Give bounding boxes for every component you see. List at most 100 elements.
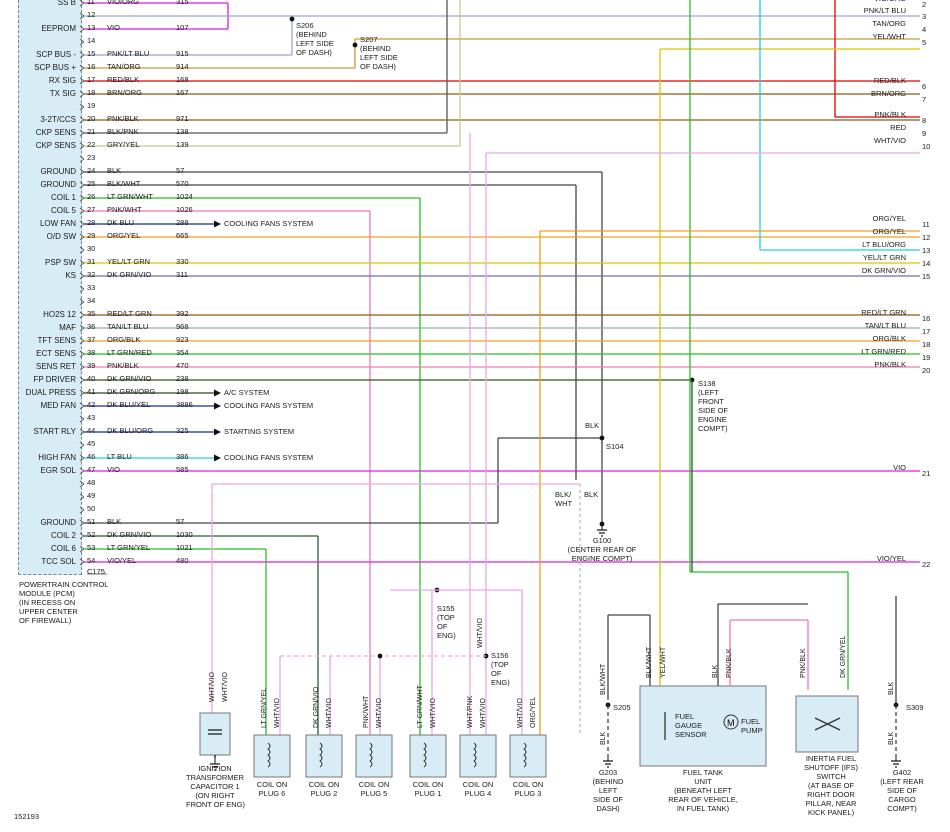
coil-on-plug-caption: COIL ON PLUG 1 <box>412 780 444 798</box>
pcm-pin-bracket <box>79 353 85 358</box>
pcm-signal-label: PSP SW <box>45 258 76 267</box>
pcm-pin-bracket <box>79 431 85 436</box>
pcm-pin-number: 18 <box>87 88 96 97</box>
pcm-circuit-number: 3886 <box>176 400 193 409</box>
pcm-circuit-number: 138 <box>176 127 189 136</box>
pcm-pin-bracket <box>79 457 85 462</box>
vertical-wire-label: DK GRN/YEL <box>840 635 847 678</box>
pcm-pin-number: 27 <box>87 205 96 214</box>
pcm-pin-bracket <box>79 519 85 524</box>
pcm-pin-number: 22 <box>87 140 96 149</box>
pcm-signal-label: CKP SENS <box>35 141 76 150</box>
pcm-circuit-number: 971 <box>176 114 189 123</box>
pcm-circuit-number: 392 <box>176 309 189 318</box>
ground-g203-label: G203 (BEHIND LEFT SIDE OF DASH) <box>592 768 624 813</box>
right-wire-number: 6 <box>922 82 927 91</box>
pcm-signal-label: MAF <box>59 323 76 332</box>
splice-s206-label: S206 (BEHIND LEFT SIDE OF DASH) <box>296 21 334 57</box>
pcm-pin-number: 49 <box>87 491 96 500</box>
right-wire-number: 9 <box>922 129 927 138</box>
pcm-pin-number: 43 <box>87 413 96 422</box>
pcm-pin-bracket <box>79 25 85 30</box>
pcm-pin-bracket <box>79 171 85 176</box>
vertical-wire-label: WHT/VIO <box>209 672 216 702</box>
right-wire-label: BRN/ORG <box>870 89 906 98</box>
pcm-pin-bracket <box>79 259 85 264</box>
right-wire-number: 20 <box>922 366 931 375</box>
pcm-pin-bracket <box>79 509 85 514</box>
right-wire-number: 21 <box>922 469 931 478</box>
right-wire-label: DK GRN/VIO <box>861 266 906 275</box>
pcm-pin-bracket <box>79 51 85 56</box>
splice-s104-label: S104 <box>606 442 624 451</box>
pcm-pin-bracket <box>79 28 85 33</box>
pcm-circuit-number: 330 <box>176 257 189 266</box>
pcm-signal-label: GROUND <box>40 518 76 527</box>
pcm-wire-color: TAN/ORG <box>107 62 141 71</box>
pcm-pin-number: 29 <box>87 231 96 240</box>
pcm-signal-label: EEPROM <box>41 24 76 33</box>
pcm-circuit-number: 570 <box>176 179 189 188</box>
right-wire-label: PNK/LT BLU <box>863 6 906 15</box>
pcm-signal-label: SENS RET <box>35 362 76 371</box>
right-wire-number: 7 <box>922 95 927 104</box>
pcm-pin-number: 28 <box>87 218 96 227</box>
vertical-wire-label: WHT/VIO <box>326 698 333 728</box>
pcm-pin-bracket <box>79 184 85 189</box>
pcm-pin-number: 44 <box>87 426 96 435</box>
splice-s205-label: S205 <box>613 703 631 712</box>
pcm-pin-bracket <box>79 493 85 498</box>
pcm-pin-number: 16 <box>87 62 96 71</box>
pcm-signal-label: O/D SW <box>46 232 76 241</box>
coil-winding-icon <box>473 742 477 768</box>
pcm-signal-label: DUAL PRESS <box>25 388 76 397</box>
right-wire-label: RED <box>890 123 906 132</box>
vertical-wire-label: PNK/BLK <box>726 648 733 678</box>
pcm-pin-bracket <box>79 561 85 566</box>
pcm-wire-color: RED/LT GRN <box>107 309 152 318</box>
vertical-wire-label: PNK/WHT <box>363 695 370 728</box>
pcm-pin-bracket <box>79 220 85 225</box>
pcm-pin-bracket <box>79 64 85 69</box>
pcm-wire-color: YEL/LT GRN <box>107 257 151 266</box>
pcm-pin-number: 40 <box>87 374 96 383</box>
right-wire-label: YEL/WHT <box>872 32 906 41</box>
pcm-wire-color: VIO <box>107 465 120 474</box>
splice-s155-label: S155 (TOP OF ENG) <box>437 604 456 640</box>
vertical-wire-label: BLK <box>600 731 607 745</box>
pcm-signal-label: RX SIG <box>48 76 76 85</box>
pcm-circuit-number: 311 <box>176 270 188 279</box>
coil-winding-icon <box>423 742 427 768</box>
pcm-pin-bracket <box>79 470 85 475</box>
pcm-wire-color: PNK/LT BLU <box>107 49 150 58</box>
pcm-wire-color: VIO/ORG <box>107 0 140 6</box>
pcm-pin-number: 46 <box>87 452 96 461</box>
coil-on-plug-caption: COIL ON PLUG 2 <box>308 780 340 798</box>
pcm-pin-number: 47 <box>87 465 96 474</box>
pcm-pin-bracket <box>79 233 85 238</box>
pcm-pin-bracket <box>79 223 85 228</box>
pcm-pin-number: 26 <box>87 192 96 201</box>
pcm-circuit-number: 139 <box>176 140 189 149</box>
pcm-pin-bracket <box>79 93 85 98</box>
fuel-tank-caption: FUEL TANK UNIT (BENEATH LEFT REAR OF VEH… <box>668 768 738 813</box>
right-wire-number: 4 <box>922 25 927 34</box>
pcm-pin-bracket <box>79 67 85 72</box>
pcm-pin-bracket <box>79 340 85 345</box>
pcm-pin-bracket <box>79 402 85 407</box>
pcm-wire-color: BRN/ORG <box>107 88 143 97</box>
arrow-start <box>214 428 221 436</box>
right-wire-number: 5 <box>922 38 927 47</box>
pcm-pin-number: 33 <box>87 283 96 292</box>
pcm-pin-number: 24 <box>87 166 96 175</box>
coil-winding-icon <box>523 742 527 768</box>
splice-s207 <box>352 42 358 48</box>
pcm-pin-bracket <box>79 467 85 472</box>
pcm-pin-number: 13 <box>87 23 96 32</box>
fuel-pump-motor-icon <box>723 714 739 730</box>
vertical-wire-label: WHT/VIO <box>222 672 229 702</box>
vertical-wire-label: ORG/YEL <box>530 696 537 728</box>
ground-g402-label: G402 (LEFT REAR SIDE OF CARGO COMPT) <box>880 768 924 813</box>
pcm-circuit-number: 107 <box>176 23 189 32</box>
pcm-signal-label: TCC SOL <box>41 557 76 566</box>
